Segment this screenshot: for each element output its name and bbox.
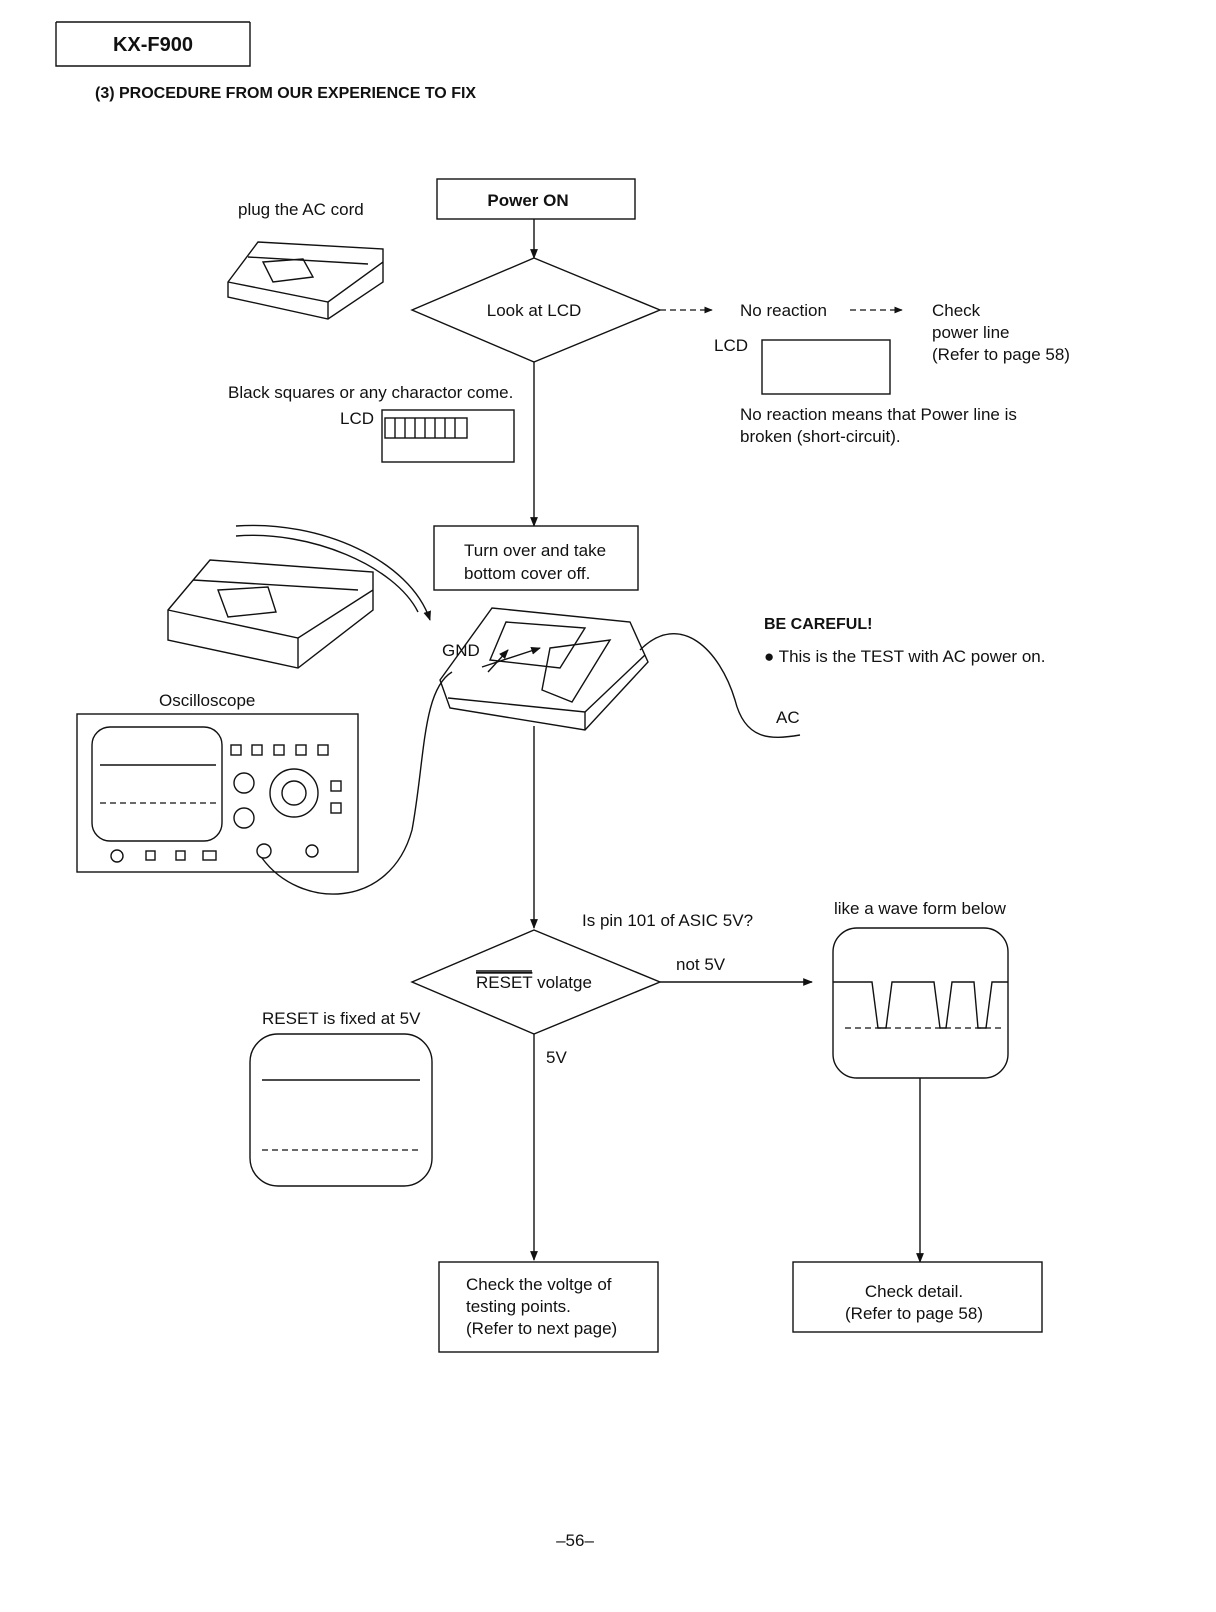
black-squares-label: Black squares or any charactor come. [228,383,513,402]
model-header: KX-F900 [55,21,251,67]
reset-voltage-rest: volatge [532,973,592,992]
fax-machine-turned-icon [167,559,374,669]
no-reaction-note-1: No reaction means that Power line is [740,405,1017,424]
check-voltage-1: Check the voltge of [466,1275,612,1294]
turn-over-1: Turn over and take [464,541,606,560]
turn-over-box: Turn over and take bottom cover off. [433,525,639,591]
blank-lcd-display [761,339,891,395]
power-on-box: Power ON [436,178,636,220]
ac-label: AC [776,708,800,727]
look-at-lcd-decision: Look at LCD [410,257,662,363]
look-at-lcd-label: Look at LCD [487,301,582,320]
ac-cord [639,633,801,738]
not-5v-label: not 5V [676,955,726,974]
page-number: –56– [556,1531,594,1550]
plug-label: plug the AC cord [238,200,364,219]
check-detail-2: (Refer to page 58) [845,1304,983,1323]
careful-note: ● This is the TEST with AC power on. [764,647,1045,666]
check-power-line-1: Check [932,301,981,320]
reset-fixed-label: RESET is fixed at 5V [262,1009,421,1028]
oscilloscope-label: Oscilloscope [159,691,255,710]
lcd-label-right: LCD [714,336,748,355]
fax-machine-icon [227,241,384,320]
oscilloscope-icon [76,713,359,873]
pin-question: Is pin 101 of ASIC 5V? [582,911,753,930]
check-voltage-2: testing points. [466,1297,571,1316]
check-detail-1: Check detail. [865,1282,963,1301]
probe-cable [261,671,453,895]
model-title: KX-F900 [113,34,193,56]
section-title: (3) PROCEDURE FROM OUR EXPERIENCE TO FIX [95,85,476,102]
reset-overline-text: RESET [476,973,532,992]
no-reaction-note-2: broken (short-circuit). [740,427,901,446]
waveform-display [832,927,1009,1079]
no-reaction-label: No reaction [740,301,827,320]
gnd-label: GND [442,641,480,660]
reset-fixed-display [249,1033,433,1187]
lcd-label-left: LCD [340,409,374,428]
wave-form-label: like a wave form below [834,899,1007,918]
reset-voltage-label: RESET volatge [476,973,592,992]
check-power-line-3: (Refer to page 58) [932,345,1070,364]
check-detail-box: Check detail. (Refer to page 58) [792,1261,1043,1333]
check-power-line-2: power line [932,323,1010,342]
lcd-squares-display [381,409,515,463]
check-voltage-3: (Refer to next page) [466,1319,617,1338]
check-voltage-box: Check the voltge of testing points. (Ref… [438,1261,659,1353]
be-careful-label: BE CAREFUL! [764,616,872,633]
five-v-label: 5V [546,1048,567,1067]
turn-over-2: bottom cover off. [464,564,590,583]
power-on-label: Power ON [487,191,568,210]
reset-voltage-decision: RESET volatge [410,929,662,1035]
turn-over-arrow [235,524,431,621]
open-fax-bottom-icon [439,607,649,731]
